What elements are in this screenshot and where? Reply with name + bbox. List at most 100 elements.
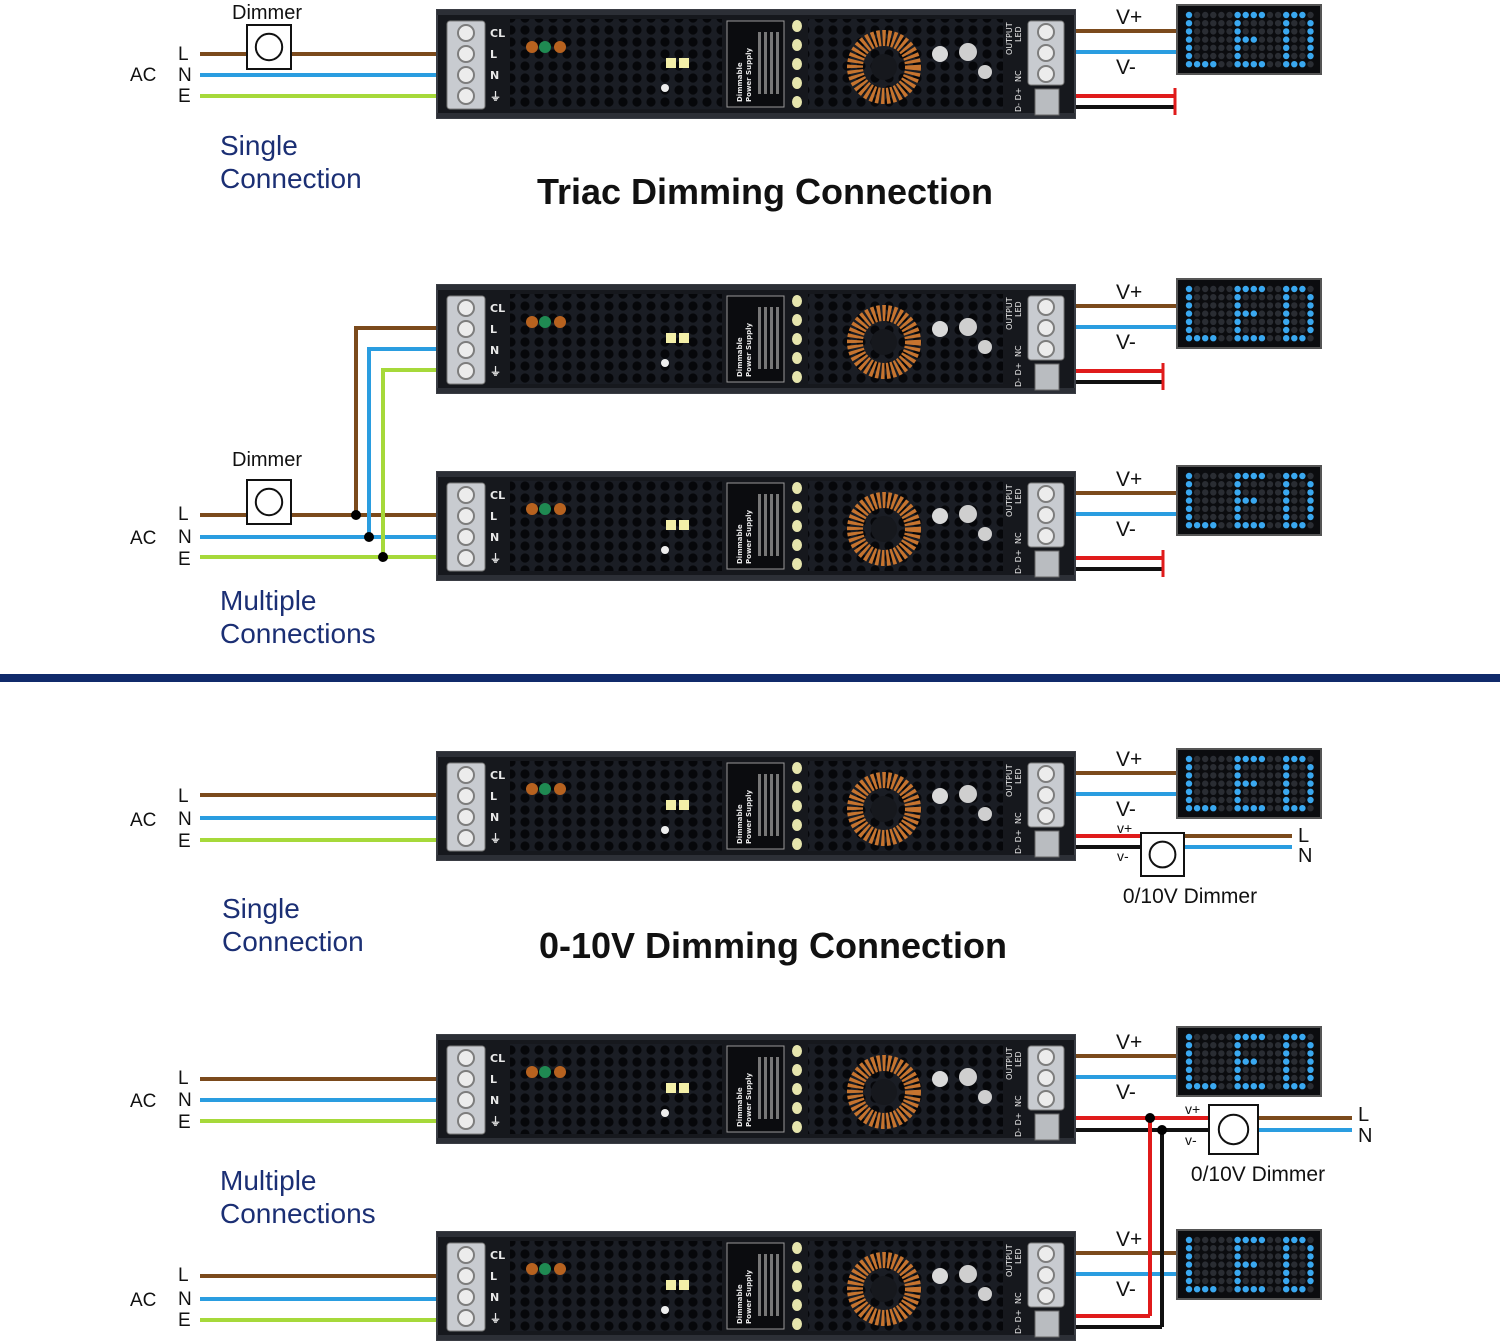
led-dot <box>1193 1033 1201 1041</box>
led-dot-lit <box>1283 335 1290 342</box>
led-dot-lit <box>1234 20 1241 27</box>
led-dot <box>1307 60 1314 68</box>
input-terminal-label: L <box>490 510 497 523</box>
input-terminal-label: L <box>490 323 497 336</box>
single-connection-heading: Single <box>220 130 298 161</box>
led-dot <box>1193 44 1201 51</box>
led-dot-lit <box>1202 335 1209 342</box>
terminal-screw <box>457 87 475 105</box>
led-dot-lit <box>1234 1033 1241 1041</box>
led-dot-lit <box>1234 285 1241 293</box>
led-dot <box>1266 310 1274 317</box>
led-dot-lit <box>1242 522 1249 529</box>
led-dot <box>1291 1074 1298 1082</box>
led-dot-lit <box>1307 1050 1314 1057</box>
led-dot <box>1250 489 1258 496</box>
dimmer-n-label: N <box>1298 845 1312 867</box>
led-dot-lit <box>1185 505 1193 512</box>
led-dot-lit <box>1307 481 1314 488</box>
led-dot <box>1299 489 1306 496</box>
led-dot-lit <box>1307 318 1314 325</box>
led-dot-lit <box>1234 1074 1241 1082</box>
capacitor <box>539 41 551 53</box>
led-dot <box>1226 302 1233 309</box>
led-dot <box>1202 788 1209 795</box>
led-dot-lit <box>1185 755 1193 763</box>
input-terminal-block <box>446 762 486 852</box>
terminal-screw <box>457 45 475 63</box>
led-dot <box>1210 285 1217 293</box>
led-dot <box>1299 310 1306 317</box>
led-dot <box>1258 780 1266 787</box>
input-terminal-label: CL <box>490 27 505 40</box>
led-dot <box>1218 505 1225 512</box>
e-label: E <box>178 1112 191 1133</box>
capacitor <box>539 316 551 328</box>
input-terminal-label: L <box>490 1270 497 1283</box>
terminal-screw <box>457 1288 475 1306</box>
l-label: L <box>178 44 189 65</box>
dim-terminal-label: D- D+ <box>1014 88 1023 112</box>
label-panel <box>726 762 785 850</box>
led-dot-lit <box>1283 513 1290 521</box>
led-dot-lit <box>1242 497 1249 504</box>
led-dot-lit <box>1185 1074 1193 1082</box>
led-dot <box>1193 11 1201 19</box>
led-dot <box>1242 1245 1249 1252</box>
led-dot <box>1210 1074 1217 1082</box>
led-dot-lit <box>1250 780 1258 787</box>
led-dot <box>1226 20 1233 27</box>
dimmer-l-label: L <box>1298 825 1309 847</box>
led-dot <box>1291 1261 1298 1268</box>
led-dot-lit <box>1185 497 1193 504</box>
led-dot <box>1299 788 1306 795</box>
led-dot <box>1218 1286 1225 1293</box>
led-dot-lit <box>1242 60 1249 68</box>
led-dot-lit <box>1258 335 1266 342</box>
led-dot <box>1266 788 1274 795</box>
led-dot-lit <box>1242 755 1249 763</box>
led-dot-lit <box>1193 60 1201 68</box>
input-terminal-label: CL <box>490 1052 505 1065</box>
led-dot <box>1226 1042 1233 1049</box>
led-dot <box>1299 497 1306 504</box>
led-dot-lit <box>1234 36 1241 43</box>
led-dot <box>1202 294 1209 301</box>
input-terminal-label: CL <box>490 769 505 782</box>
led-dot <box>1274 522 1282 529</box>
led-dot <box>1299 796 1306 804</box>
capacitor <box>526 783 538 795</box>
led-dot-lit <box>1234 1083 1241 1090</box>
n-label: N <box>178 1289 192 1310</box>
led-dot-lit <box>1210 1286 1217 1293</box>
led-dot <box>1266 285 1274 293</box>
led-dot-lit <box>1299 11 1306 19</box>
led-dot-lit <box>1291 285 1298 293</box>
input-terminal-block <box>446 1242 486 1332</box>
terminal-screw <box>457 1112 475 1130</box>
capacitor <box>526 41 538 53</box>
led-dot <box>1299 28 1306 35</box>
led-chip <box>792 520 802 532</box>
terminal-screw <box>1037 765 1055 783</box>
component <box>679 800 689 810</box>
led-dot <box>1242 318 1249 325</box>
spec-text-line <box>764 1057 767 1119</box>
led-dot-lit <box>1242 1236 1249 1244</box>
led-dot-lit <box>1185 20 1193 27</box>
led-dot <box>1274 805 1282 812</box>
v-minus-label: V- <box>1116 1278 1136 1301</box>
multiple-connections-heading: Multiple <box>220 1165 316 1196</box>
led-dot <box>1202 497 1209 504</box>
led-dot <box>1291 318 1298 325</box>
capacitor <box>959 1265 977 1283</box>
led-dot-lit <box>1307 302 1314 309</box>
led-dot <box>1266 522 1274 529</box>
led-dot <box>1226 318 1233 325</box>
led-dot-lit <box>1283 1033 1290 1041</box>
terminal-screw <box>457 1091 475 1109</box>
toroid-core <box>871 1079 897 1105</box>
led-dot-lit <box>1307 1269 1314 1277</box>
led-dot-lit <box>1291 755 1298 763</box>
